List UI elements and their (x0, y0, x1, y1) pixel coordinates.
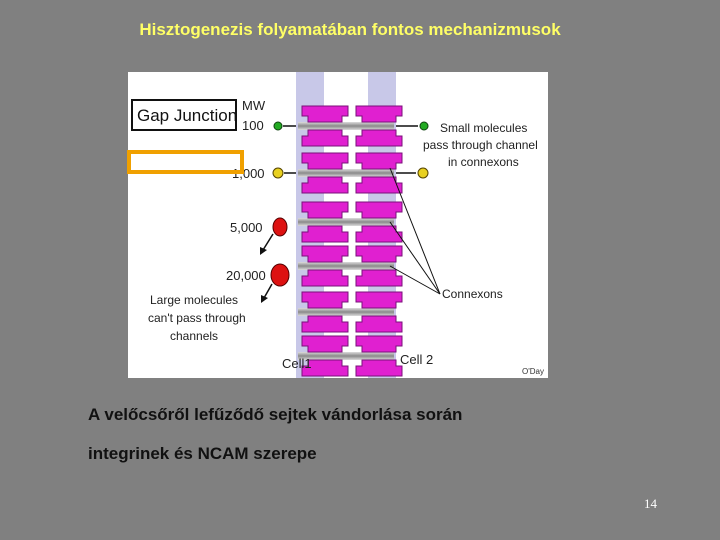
large-molecules-label-1: Large molecules (150, 293, 238, 307)
channel-1 (298, 122, 394, 130)
connexon-1-cell1-top (302, 106, 348, 122)
cell1-label: Cell1 (282, 356, 312, 371)
connexon-2-cell1-top (302, 153, 348, 169)
connexon-4-cell2-top (356, 246, 402, 262)
figure-credit: O'Day (522, 367, 544, 376)
connexon-4-cell1-bottom (302, 270, 348, 286)
cell2-label: Cell 2 (400, 352, 433, 367)
connexon-4-cell2-bottom (356, 270, 402, 286)
connexon-2-cell2-top (356, 153, 402, 169)
connexon-5-cell2-bottom (356, 316, 402, 332)
mw-value-5000: 5,000 (230, 220, 263, 235)
connexon-2-cell2-bottom (356, 177, 402, 193)
mw-value-20000: 20,000 (226, 268, 266, 283)
connexons-label: Connexons (442, 287, 503, 301)
connexon-3-cell1-bottom (302, 226, 348, 242)
large-molecules-label-2: can't pass through (148, 311, 246, 325)
gap-junction-figure: Gap Junction MW 100 1,000 5,000 20,000 S… (128, 72, 548, 378)
channel-6 (298, 352, 394, 360)
channel-5 (298, 308, 394, 316)
connexon-6-cell2-top (356, 336, 402, 352)
mw-header: MW (242, 98, 266, 113)
connexon-3-cell2-top (356, 202, 402, 218)
small-molecules-label-3: in connexons (448, 155, 519, 169)
body-text-line-2: integrinek és NCAM szerepe (88, 444, 317, 464)
small-molecule-yellow-left (273, 168, 283, 178)
small-molecules-label-1: Small molecules (440, 121, 527, 135)
connexon-5-cell1-bottom (302, 316, 348, 332)
highlight-box (127, 150, 244, 174)
page-number: 14 (644, 496, 657, 512)
connexon-6-cell2-bottom (356, 360, 402, 376)
connexon-3-cell2-bottom (356, 226, 402, 242)
gap-junction-title: Gap Junction (137, 106, 237, 125)
small-molecule-green-left (274, 122, 282, 130)
body-text-line-1: A velőcsőről lefűződő sejtek vándorlása … (88, 405, 462, 425)
connexon-5-cell1-top (302, 292, 348, 308)
slide-title: Hisztogenezis folyamatában fontos mechan… (0, 20, 700, 40)
small-molecule-yellow-right (418, 168, 428, 178)
mw-value-100: 100 (242, 118, 264, 133)
connexon-3-cell1-top (302, 202, 348, 218)
large-molecule-5000 (273, 218, 287, 236)
connexon-rows (298, 106, 402, 376)
connexon-4-cell1-top (302, 246, 348, 262)
channel-3 (298, 218, 394, 226)
large-molecule-20000 (271, 264, 289, 286)
channel-2 (298, 169, 394, 177)
connexon-1-cell2-bottom (356, 130, 402, 146)
large-molecules-label-3: channels (170, 329, 218, 343)
small-molecule-green-right (420, 122, 428, 130)
small-molecules-label-2: pass through channel (423, 138, 538, 152)
connexon-1-cell1-bottom (302, 130, 348, 146)
connexon-2-cell1-bottom (302, 177, 348, 193)
connexon-1-cell2-top (356, 106, 402, 122)
connexon-5-cell2-top (356, 292, 402, 308)
channel-4 (298, 262, 394, 270)
connexon-6-cell1-top (302, 336, 348, 352)
